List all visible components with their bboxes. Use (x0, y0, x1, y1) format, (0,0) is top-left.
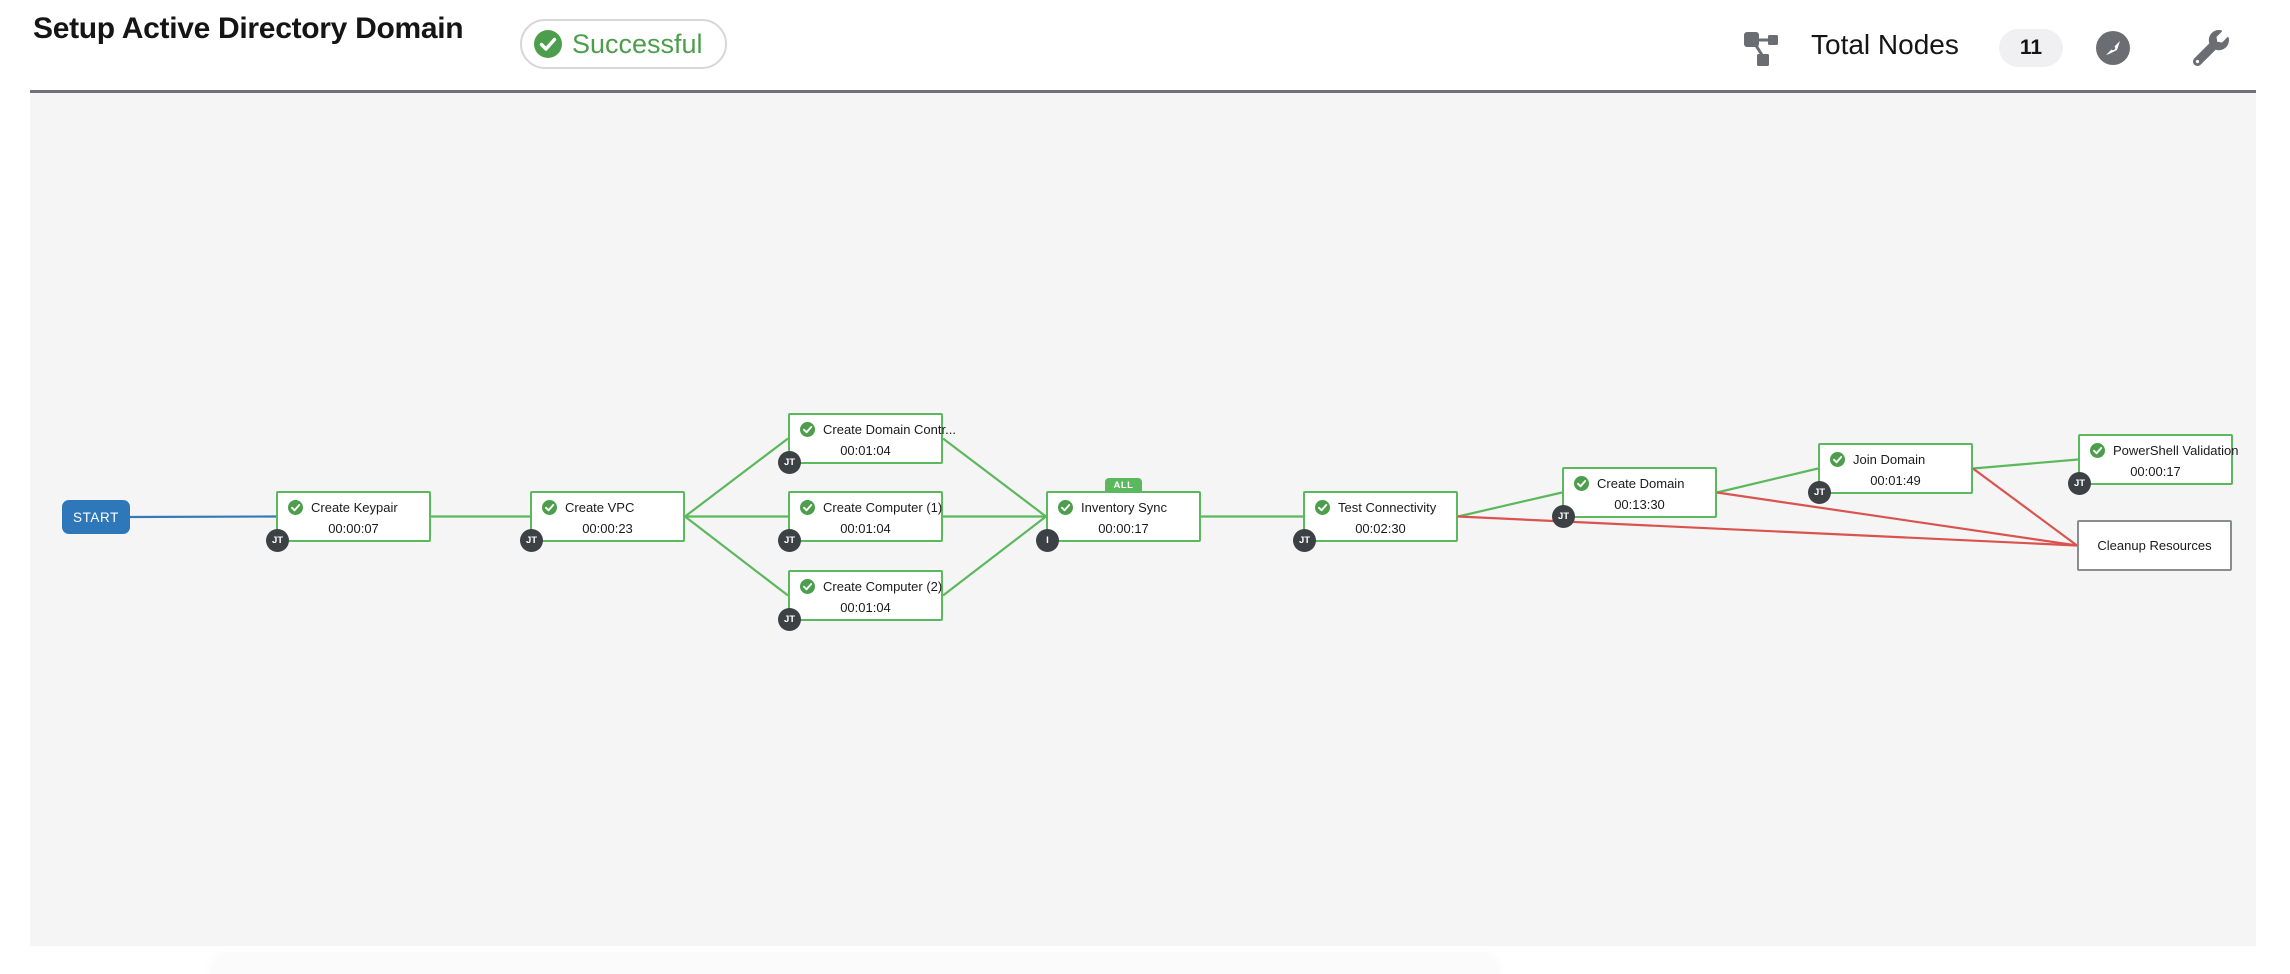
job-template-badge: JT (266, 529, 289, 552)
bottom-panel-edge (210, 954, 1500, 974)
node-label: Create Domain (1597, 476, 1685, 491)
wrench-tools-icon[interactable] (2193, 30, 2229, 66)
success-check-icon (800, 579, 815, 594)
edge-create_vpc-create_domain_controller (684, 437, 789, 518)
job-template-badge: JT (1552, 505, 1575, 528)
job-template-badge: JT (520, 529, 543, 552)
topology-icon (1744, 32, 1778, 66)
edge-create_vpc-create_computer_2 (684, 515, 789, 597)
success-check-icon (1574, 476, 1589, 491)
success-check-icon (800, 422, 815, 437)
total-nodes-label: Total Nodes (1811, 29, 1959, 60)
status-badge-label: Successful (572, 28, 703, 59)
node-elapsed-time: 00:02:30 (1355, 521, 1406, 536)
edge-create_domain-join_domain (1716, 467, 1819, 494)
header-divider (30, 90, 2256, 93)
job-template-badge: JT (1293, 529, 1316, 552)
node-label: PowerShell Validation (2113, 443, 2239, 458)
page-title: Setup Active Directory Domain (33, 12, 464, 45)
success-check-icon (1058, 500, 1073, 515)
total-nodes-count: 11 (1999, 29, 2063, 67)
edge-join_domain-cleanup_resources (1972, 467, 2078, 547)
workflow-node-inventory_sync[interactable]: Inventory Sync 00:00:17 ALL I (1036, 478, 1201, 552)
job-template-badge: JT (778, 529, 801, 552)
node-label: Create Domain Contr... (823, 422, 956, 437)
node-elapsed-time: 00:01:04 (840, 443, 891, 458)
node-label: Test Connectivity (1338, 500, 1437, 515)
workflow-node-cleanup_resources[interactable]: Cleanup Resources (2077, 520, 2232, 571)
edge-create_computer_2-inventory_sync (942, 515, 1047, 597)
edge-create_domain-cleanup_resources (1716, 491, 2078, 547)
node-label: Create VPC (565, 500, 635, 515)
success-check-icon (542, 500, 557, 515)
job-template-badge: JT (778, 608, 801, 631)
node-label: Inventory Sync (1081, 500, 1167, 515)
success-check-icon (288, 500, 303, 515)
edge-start-create_keypair (129, 515, 277, 519)
job-template-badge: JT (2068, 472, 2091, 495)
success-check-icon (1830, 452, 1845, 467)
node-label: Join Domain (1853, 452, 1926, 467)
convergence-all-tag: ALL (1104, 478, 1143, 492)
node-elapsed-time: 00:00:23 (582, 521, 633, 536)
node-label: Create Computer (2) (823, 579, 943, 594)
success-check-icon (1315, 500, 1330, 515)
node-label: Create Computer (1) (823, 500, 943, 515)
workflow-edges (129, 437, 2079, 597)
node-elapsed-time: 00:01:04 (840, 521, 891, 536)
node-elapsed-time: 00:01:49 (1870, 473, 1921, 488)
edge-join_domain-powershell_validation (1972, 458, 2079, 470)
node-elapsed-time: 00:00:07 (328, 521, 379, 536)
success-check-icon (800, 500, 815, 515)
edge-create_domain_controller-inventory_sync (942, 437, 1047, 518)
compass-legend-icon[interactable] (2095, 30, 2131, 66)
node-elapsed-time: 00:13:30 (1614, 497, 1665, 512)
inventory-source-badge: I (1036, 529, 1059, 552)
node-elapsed-time: 00:01:04 (840, 600, 891, 615)
status-badge: Successful (520, 19, 727, 69)
success-check-icon (534, 30, 562, 58)
job-template-badge: JT (778, 451, 801, 474)
node-elapsed-time: 00:00:17 (2130, 464, 2181, 479)
job-template-badge: JT (1808, 481, 1831, 504)
success-check-icon (2090, 443, 2105, 458)
node-label: Create Keypair (311, 500, 398, 515)
node-elapsed-time: 00:00:17 (1098, 521, 1149, 536)
start-node[interactable]: START (62, 500, 130, 534)
node-label: Cleanup Resources (2097, 538, 2212, 553)
edge-test_connectivity-create_domain (1457, 491, 1563, 518)
